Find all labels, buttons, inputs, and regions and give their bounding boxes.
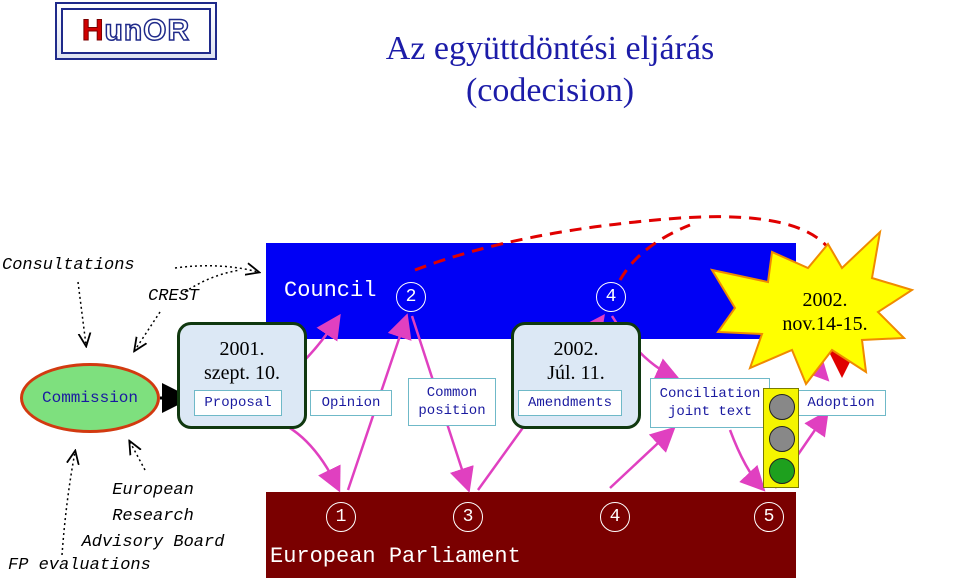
dashed-curve-upper	[414, 215, 832, 272]
earb-line: Advisory Board	[81, 533, 225, 552]
earb-line: Research	[112, 507, 194, 526]
logo-text: HunOR	[81, 13, 191, 48]
conciliation-line: joint text	[667, 404, 752, 420]
council-step-4: 4	[605, 287, 617, 307]
council-step-circle	[396, 282, 426, 312]
conciliation-box: Conciliation joint text	[650, 378, 770, 428]
earb-label: European Research Advisory Board	[60, 478, 246, 556]
earb-line: European	[112, 481, 194, 500]
title-line-1: Az együttdöntési eljárás	[385, 30, 715, 67]
amber-lamp	[769, 426, 795, 452]
parliament-label: European Parliament	[270, 544, 521, 569]
conciliation-line: Conciliation	[659, 386, 761, 402]
dashed-curve-lower	[618, 223, 691, 281]
green-lamp	[769, 458, 795, 484]
parliament-band	[266, 492, 796, 578]
fp-evaluations-label: FP evaluations	[8, 556, 151, 575]
common-position-line: position	[418, 403, 486, 419]
burst-date: 2002. nov.14-15.	[760, 288, 890, 336]
parliament-step-circle	[600, 502, 630, 532]
parliament-step-1: 1	[335, 507, 347, 527]
commission-node: Commission	[20, 363, 160, 433]
burst-date-line: 2002.	[802, 289, 848, 311]
date-line: szept. 10.	[203, 362, 281, 384]
adoption-box: Adoption	[796, 390, 886, 416]
title-line-2: (codecision)	[465, 72, 635, 109]
date-line: Júl. 11.	[547, 362, 605, 384]
council-label: Council	[284, 278, 377, 303]
amendments-box: Amendments	[518, 390, 622, 416]
council-step-2: 2	[405, 287, 417, 307]
common-position-line: Common	[426, 385, 478, 401]
page-title: Az együttdöntési eljárás (codecision)	[300, 28, 800, 112]
date-line: 2001.	[219, 338, 265, 360]
parliament-step-3: 3	[462, 507, 474, 527]
parliament-step-5: 5	[763, 507, 775, 527]
council-step-circle	[596, 282, 626, 312]
parliament-step-circle	[326, 502, 356, 532]
consultations-label: Consultations	[2, 256, 135, 275]
date-line: 2002.	[553, 338, 599, 360]
opinion-box: Opinion	[310, 390, 392, 416]
burst-date-line: nov.14-15.	[782, 313, 868, 335]
red-lamp	[769, 394, 795, 420]
traffic-light-icon	[763, 388, 799, 488]
burst-shape	[709, 229, 915, 386]
parliament-step-4: 4	[609, 507, 621, 527]
parliament-step-circle	[754, 502, 784, 532]
parliament-step-circle	[453, 502, 483, 532]
hunor-logo: HunOR	[55, 2, 217, 60]
proposal-box: Proposal	[194, 390, 282, 416]
common-position-box: Common position	[408, 378, 496, 426]
crest-label: CREST	[148, 287, 200, 306]
